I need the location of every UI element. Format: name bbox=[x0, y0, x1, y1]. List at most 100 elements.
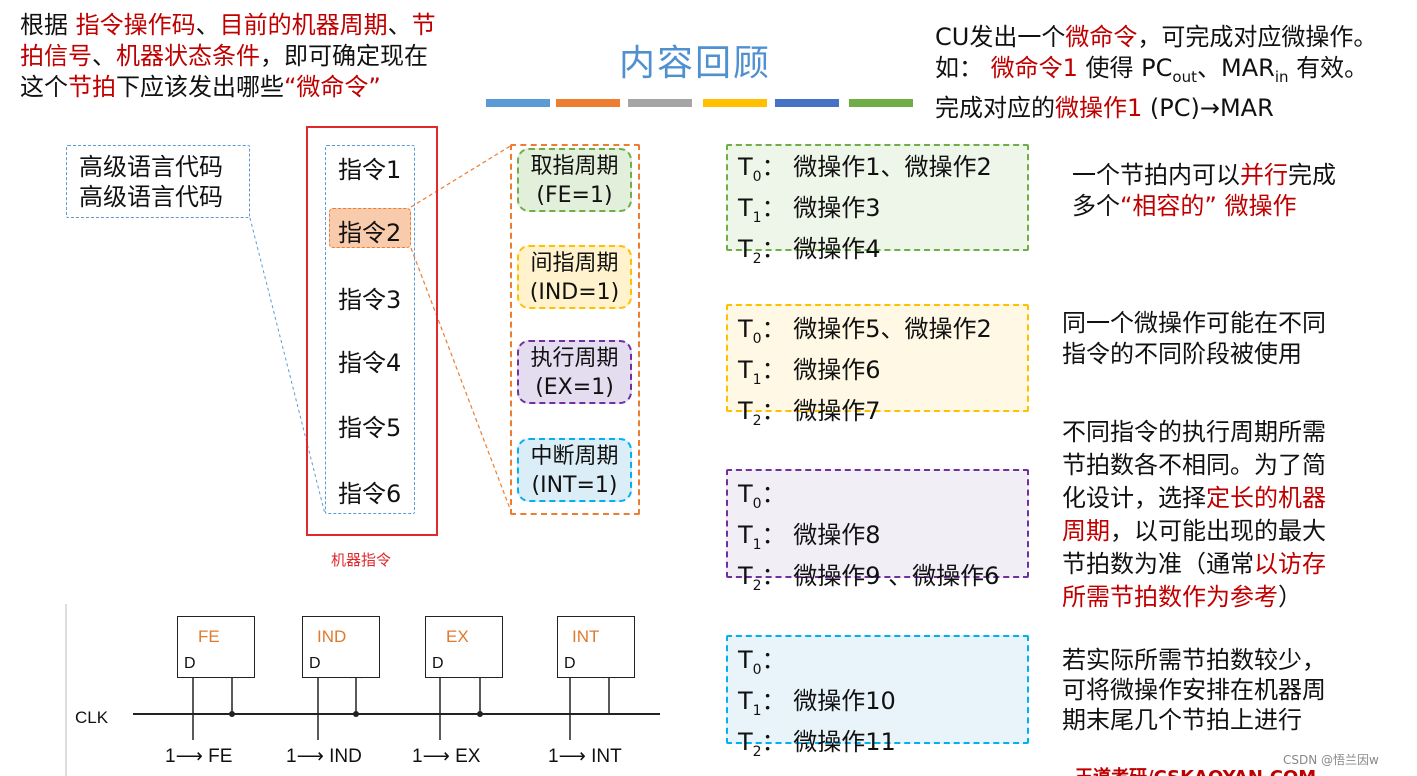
note-text: 期末尾几个节拍上进行 bbox=[1062, 706, 1302, 734]
note-reuse: 同一个微操作可能在不同 指令的不同阶段被使用 bbox=[1062, 308, 1326, 370]
t-colon: ： bbox=[761, 193, 786, 222]
note-text: 、MAR bbox=[1197, 54, 1275, 82]
flipflop-ex: EX D bbox=[425, 616, 503, 678]
note-highlight: 节拍 bbox=[68, 73, 116, 101]
t-sub: 2 bbox=[752, 412, 762, 429]
high-level-code-line: 高级语言代码 bbox=[79, 153, 223, 181]
t1-row: T1： 微操作6 bbox=[738, 355, 1027, 396]
title-bar bbox=[556, 99, 620, 107]
note-highlight: 所需节拍数作为参考 bbox=[1062, 583, 1278, 611]
t-letter: T bbox=[738, 686, 753, 715]
top-left-note-line3: 这个节拍下应该发出哪些“微命令” bbox=[20, 72, 436, 103]
phase-cycles-box bbox=[510, 144, 640, 515]
t-letter: T bbox=[738, 480, 753, 508]
t-ops: 微操作7 bbox=[793, 396, 881, 425]
title-bar bbox=[849, 99, 913, 107]
t-letter: T bbox=[738, 355, 753, 384]
note-text: 、 bbox=[195, 11, 220, 39]
t-ops: 微操作8 bbox=[793, 520, 881, 549]
note-highlight: 指令操作码 bbox=[75, 11, 196, 39]
instruction-item: 指令5 bbox=[338, 414, 402, 442]
subscript: in bbox=[1274, 67, 1289, 86]
note-highlight: 机器状态条件 bbox=[116, 42, 260, 70]
note-text: 完成对应的 bbox=[935, 93, 1055, 122]
flipflop-int: INT D bbox=[557, 616, 635, 678]
t0-row: T0： bbox=[738, 479, 1027, 520]
set-signal-ex: 1⟶ EX bbox=[412, 746, 481, 767]
title-bar bbox=[486, 99, 550, 107]
t-colon: ： bbox=[761, 396, 786, 425]
t-sub: 1 bbox=[752, 702, 762, 719]
note-highlight: 微操作1 bbox=[1055, 93, 1143, 122]
note-end-of-cycle: 若实际所需节拍数较少， 可将微操作安排在机器周 期末尾几个节拍上进行 bbox=[1062, 645, 1326, 735]
t2-row: T2： 微操作11 bbox=[738, 727, 1027, 768]
t-ops: 微操作1、微操作2 bbox=[793, 153, 992, 181]
note-text: ，以可能出现的最大 bbox=[1110, 517, 1326, 545]
t-colon: ： bbox=[761, 727, 786, 756]
high-level-code-box: 高级语言代码 高级语言代码 bbox=[66, 145, 250, 218]
note-highlight: 并行 bbox=[1240, 161, 1288, 189]
clk-label: CLK bbox=[75, 708, 109, 727]
instruction-highlight bbox=[329, 208, 411, 248]
note-highlight: 以访存 bbox=[1254, 550, 1326, 578]
note-text: 化设计，选择 bbox=[1062, 484, 1206, 512]
t-ops: 微操作11 bbox=[793, 727, 896, 756]
phase-indirect: 间指周期 (IND=1) bbox=[517, 245, 632, 309]
t-colon: ： bbox=[761, 480, 786, 508]
phase-name: 间指周期 bbox=[530, 251, 619, 276]
t-ops: 微操作10 bbox=[793, 686, 896, 715]
flipflop-d: D bbox=[184, 655, 196, 672]
flipflop-label: INT bbox=[572, 627, 600, 646]
t-colon: ： bbox=[761, 153, 786, 181]
t-letter: T bbox=[738, 646, 753, 674]
instruction-item: 指令4 bbox=[338, 349, 402, 377]
flipflop-d: D bbox=[309, 655, 321, 672]
t2-row: T2： 微操作7 bbox=[738, 396, 1027, 437]
t0-row: T0： bbox=[738, 645, 1027, 686]
note-text: ，即可确定现在 bbox=[260, 42, 428, 70]
flipflop-ind: IND D bbox=[302, 616, 380, 678]
t-sub: 2 bbox=[752, 250, 762, 267]
note-text: 有效。 bbox=[1288, 54, 1369, 82]
note-highlight: 微命令1 bbox=[990, 54, 1078, 82]
t2-row: T2： 微操作9 、微操作6 bbox=[738, 561, 1027, 602]
machine-instruction-frame bbox=[306, 126, 438, 536]
note-text: 这个 bbox=[20, 73, 68, 101]
note-highlight: 目前的机器周期 bbox=[219, 11, 388, 39]
tbox-interrupt: T0： T1： 微操作10 T2： 微操作11 bbox=[726, 635, 1029, 759]
brand-footer: 王道考研/CSKAOYAN.COM bbox=[1075, 763, 1316, 776]
note-text: 如： bbox=[935, 54, 983, 82]
instruction-item: 指令3 bbox=[338, 286, 402, 314]
note-text: 、 bbox=[92, 42, 116, 70]
t-sub: 1 bbox=[752, 209, 762, 226]
note-highlight: “相容的” bbox=[1120, 192, 1217, 220]
flipflop-label: EX bbox=[446, 627, 469, 646]
t-ops: 微操作4 bbox=[793, 234, 881, 263]
note-text: 同一个微操作可能在不同 bbox=[1062, 309, 1326, 337]
t-sub: 1 bbox=[752, 371, 762, 388]
note-highlight: 拍信号 bbox=[20, 42, 92, 70]
note-text: (PC)→MAR bbox=[1142, 93, 1274, 122]
t-colon: ： bbox=[761, 561, 786, 590]
t-sub: 0 bbox=[752, 330, 762, 347]
phase-name: 中断周期 bbox=[530, 444, 619, 469]
phase-flag: (EX=1) bbox=[535, 375, 614, 400]
note-text: ，可完成对应微操作。 bbox=[1137, 23, 1378, 51]
note-text: 完成 bbox=[1288, 161, 1336, 189]
phase-flag: (FE=1) bbox=[536, 183, 613, 208]
note-text: 一个节拍内可以 bbox=[1072, 161, 1240, 189]
top-right-note-line1: CU发出一个微命令，可完成对应微操作。 bbox=[935, 22, 1377, 53]
t2-row: T2： 微操作4 bbox=[738, 234, 1027, 275]
note-highlight: 微命令 bbox=[1065, 23, 1138, 51]
note-text: 节拍数为准（通常 bbox=[1062, 550, 1254, 578]
tbox-execute: T0： T1： 微操作8 T2： 微操作9 、微操作6 bbox=[726, 469, 1029, 593]
t-ops: 微操作9 、微操作6 bbox=[793, 561, 1000, 590]
note-highlight: 周期 bbox=[1062, 517, 1110, 545]
t-colon: ： bbox=[761, 315, 786, 343]
t-sub: 2 bbox=[752, 577, 762, 594]
flipflop-fe: FE D bbox=[177, 616, 255, 678]
phase-fetch: 取指周期 (FE=1) bbox=[517, 148, 632, 212]
phase-name: 取指周期 bbox=[530, 154, 619, 179]
t-colon: ： bbox=[761, 646, 786, 674]
